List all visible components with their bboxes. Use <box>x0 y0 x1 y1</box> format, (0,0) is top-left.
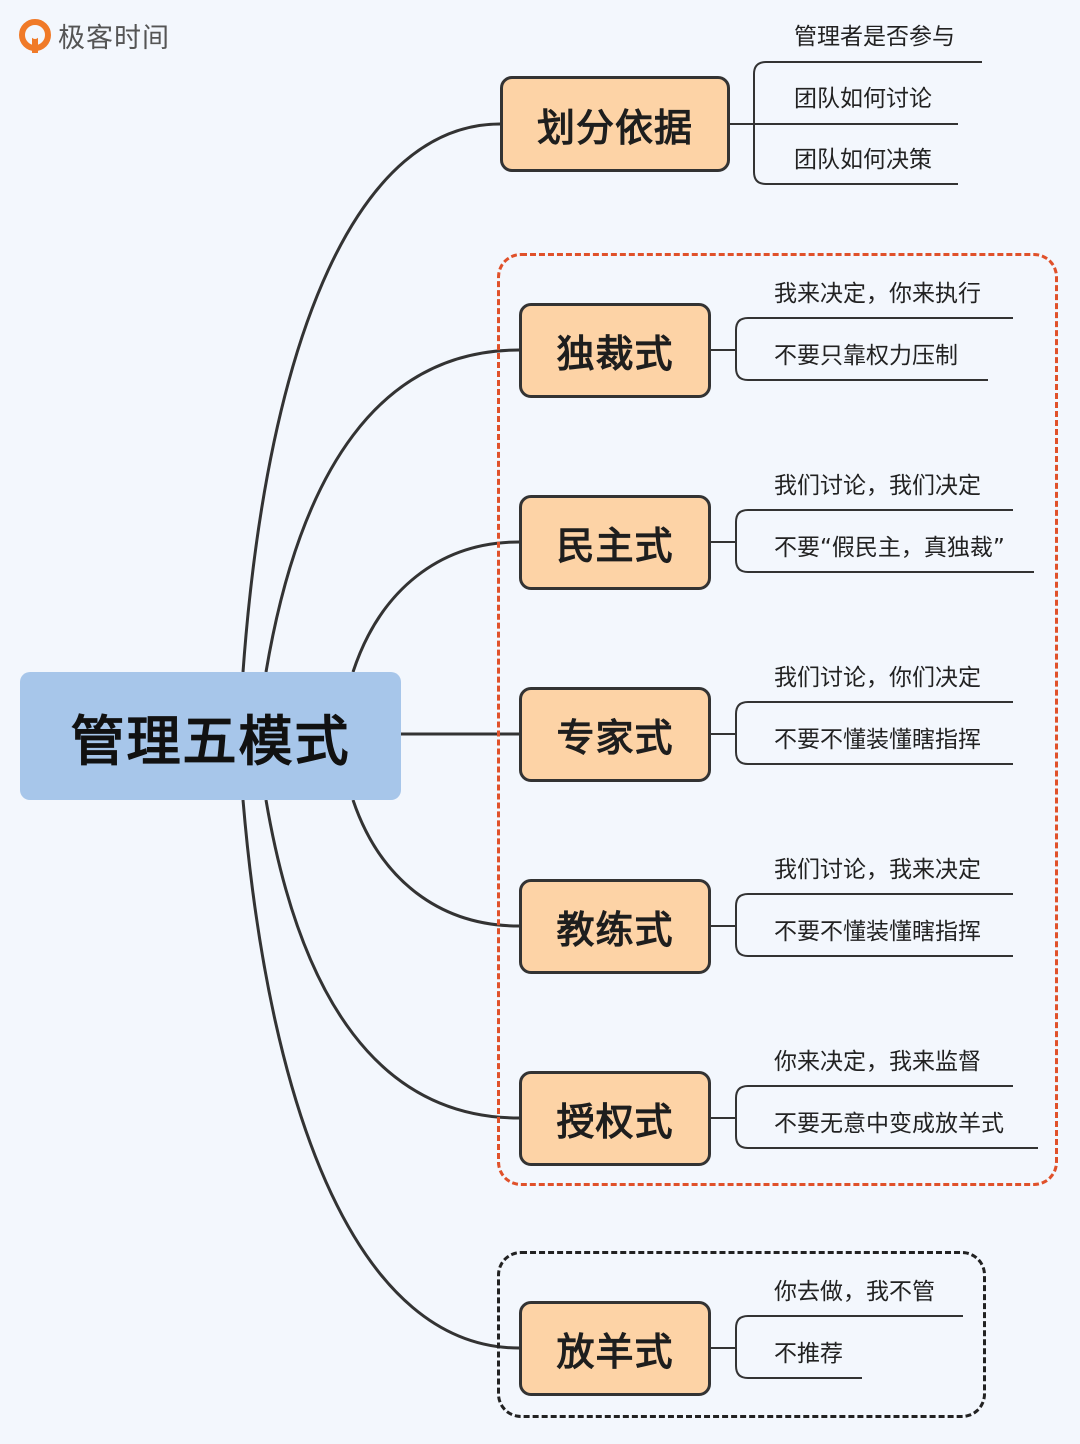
logo-text: 极客时间 <box>58 23 170 54</box>
criteria-item: 团队如何讨论 <box>794 86 932 112</box>
mode-caution: 不要无意中变成放羊式 <box>774 1111 1004 1137</box>
connector-mode-6 <box>241 799 520 1350</box>
mode-node-democratic: 民主式 <box>519 495 711 590</box>
mode-node-autocratic: 独裁式 <box>519 303 711 398</box>
mode-description: 我们讨论，我来决定 <box>774 857 981 883</box>
geektime-logo-icon <box>19 18 51 53</box>
mode-description: 你来决定，我来监督 <box>774 1049 981 1075</box>
connector-mode-2 <box>351 540 520 673</box>
connector-mode-5 <box>264 799 520 1120</box>
mode-caution: 不要不懂装懂瞎指挥 <box>774 919 981 945</box>
criteria-item: 团队如何决策 <box>794 147 932 173</box>
connector-criteria <box>241 122 501 673</box>
criteria-bracket <box>729 61 982 185</box>
mode-description: 我们讨论，你们决定 <box>774 665 981 691</box>
mode-caution: 不要不懂装懂瞎指挥 <box>774 727 981 753</box>
connector-mode-1 <box>264 348 520 673</box>
mode-description: 我们讨论，我们决定 <box>774 473 981 499</box>
mode-brackets <box>710 317 1038 1379</box>
mode-caution: 不要只靠权力压制 <box>774 343 958 369</box>
not-recommended-mode-group <box>497 1251 986 1418</box>
mode-node-expert: 专家式 <box>519 687 711 782</box>
mode-node-delegating: 授权式 <box>519 1071 711 1166</box>
criteria-item: 管理者是否参与 <box>794 24 955 50</box>
criteria-node: 划分依据 <box>500 76 730 172</box>
mode-description: 你去做，我不管 <box>774 1279 935 1305</box>
central-topic: 管理五模式 <box>20 672 401 800</box>
mode-caution: 不推荐 <box>774 1341 843 1367</box>
mode-node-laissez-faire: 放羊式 <box>519 1301 711 1396</box>
connector-mode-4 <box>351 799 520 928</box>
recommended-modes-group <box>497 253 1058 1186</box>
logo: 极客时间 <box>18 16 170 55</box>
mode-node-coach: 教练式 <box>519 879 711 974</box>
mode-caution: 不要“假民主，真独裁” <box>774 535 1005 561</box>
mode-description: 我来决定，你来执行 <box>774 281 981 307</box>
